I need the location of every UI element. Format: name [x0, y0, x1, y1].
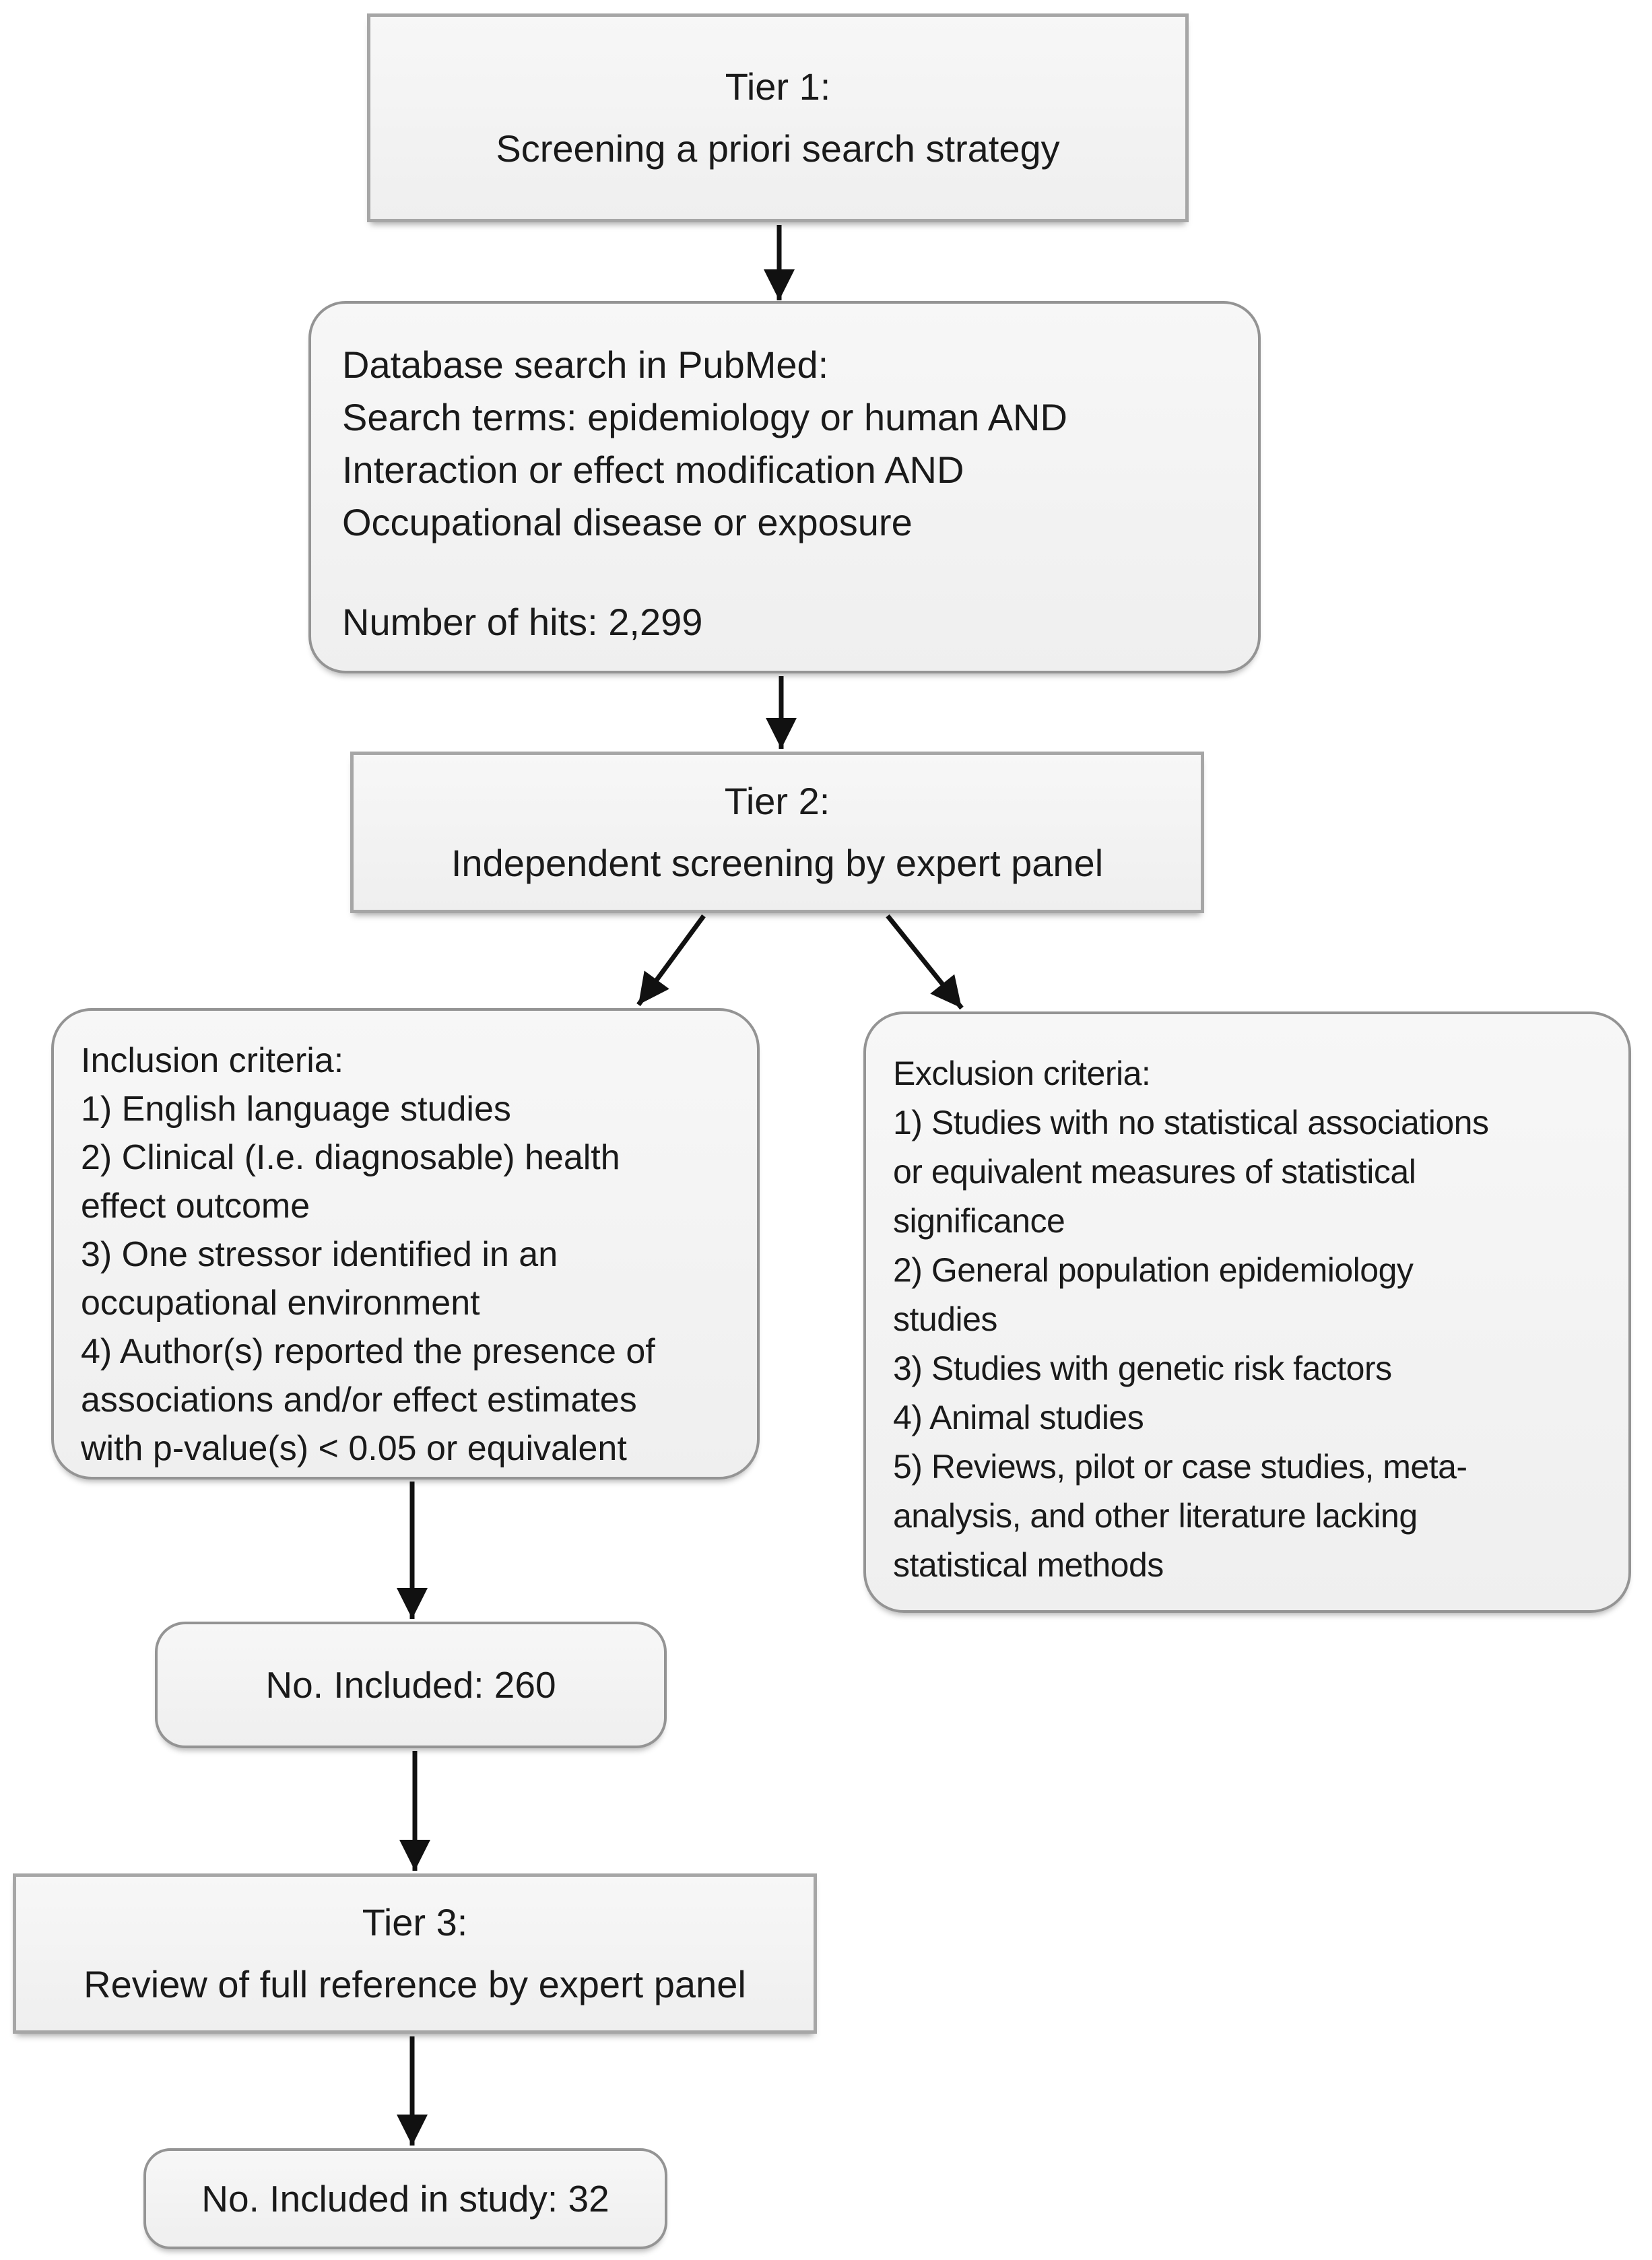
- arrow-tier2-to-exclusion: [886, 914, 964, 1010]
- inclusion-criteria-line: with p-value(s) < 0.05 or equivalent: [81, 1429, 627, 1468]
- exclusion-criteria-box: Exclusion criteria: 1) Studies with no s…: [863, 1011, 1631, 1613]
- inclusion-criteria-line: 1) English language studies: [81, 1090, 511, 1129]
- exclusion-criteria-line: 3) Studies with genetic risk factors: [893, 1350, 1392, 1387]
- tier1-title: Tier 1:: [725, 65, 831, 108]
- tier2-title: Tier 2:: [724, 780, 830, 822]
- exclusion-criteria-line: 4) Animal studies: [893, 1399, 1144, 1436]
- tier2-subtitle: Independent screening by expert panel: [451, 842, 1104, 884]
- exclusion-criteria-line: 2) General population epidemiology: [893, 1251, 1414, 1289]
- inclusion-criteria-box: Inclusion criteria: 1) English language …: [51, 1008, 760, 1480]
- exclusion-criteria-line: Exclusion criteria:: [893, 1055, 1151, 1092]
- tier2-box: Tier 2: Independent screening by expert …: [350, 752, 1204, 913]
- included-260-box: No. Included: 260: [155, 1622, 667, 1748]
- exclusion-criteria-line: statistical methods: [893, 1546, 1164, 1584]
- database-search-line: Occupational disease or exposure: [342, 501, 913, 543]
- inclusion-criteria-line: 2) Clinical (I.e. diagnosable) health: [81, 1138, 620, 1177]
- database-search-line: Database search in PubMed:: [342, 343, 829, 386]
- number-of-hits: Number of hits: 2,299: [342, 601, 703, 643]
- tier3-subtitle: Review of full reference by expert panel: [84, 1963, 746, 2005]
- included-in-study-32-box: No. Included in study: 32: [143, 2148, 667, 2249]
- database-search-line: Search terms: epidemiology or human AND: [342, 396, 1067, 438]
- tier1-box: Tier 1: Screening a priori search strate…: [367, 13, 1189, 222]
- database-search-box: Database search in PubMed: Search terms:…: [308, 301, 1261, 673]
- included-in-study-32-label: No. Included in study: 32: [201, 2178, 609, 2220]
- exclusion-criteria-line: significance: [893, 1202, 1065, 1240]
- exclusion-criteria-line: 5) Reviews, pilot or case studies, meta-: [893, 1448, 1467, 1486]
- database-search-line: Interaction or effect modification AND: [342, 448, 964, 491]
- arrow-tier2-to-inclusion: [636, 914, 706, 1007]
- inclusion-criteria-line: effect outcome: [81, 1187, 310, 1226]
- tier3-title: Tier 3:: [362, 1901, 468, 1943]
- inclusion-criteria-line: occupational environment: [81, 1284, 480, 1323]
- exclusion-criteria-line: or equivalent measures of statistical: [893, 1153, 1416, 1191]
- inclusion-criteria-line: associations and/or effect estimates: [81, 1381, 637, 1420]
- tier1-subtitle: Screening a priori search strategy: [496, 127, 1060, 170]
- exclusion-criteria-line: studies: [893, 1300, 997, 1338]
- exclusion-criteria-line: 1) Studies with no statistical associati…: [893, 1104, 1489, 1141]
- tier3-box: Tier 3: Review of full reference by expe…: [13, 1873, 817, 2034]
- inclusion-criteria-line: 4) Author(s) reported the presence of: [81, 1332, 655, 1371]
- inclusion-criteria-line: 3) One stressor identified in an: [81, 1235, 558, 1274]
- included-260-label: No. Included: 260: [265, 1664, 556, 1706]
- exclusion-criteria-line: analysis, and other literature lacking: [893, 1497, 1418, 1535]
- inclusion-criteria-line: Inclusion criteria:: [81, 1041, 344, 1080]
